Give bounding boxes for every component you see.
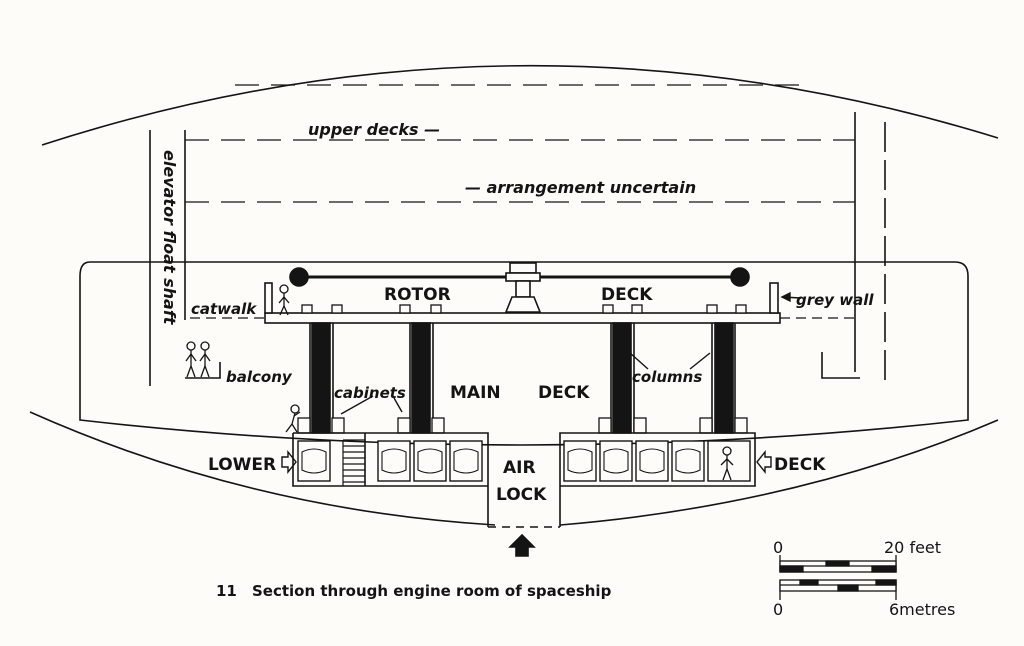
rotor-label: ROTOR	[384, 285, 451, 305]
columns	[309, 322, 736, 434]
air-label: AIR	[503, 458, 536, 478]
main-label: MAIN	[450, 383, 501, 403]
cabinets-label: cabinets	[334, 384, 406, 402]
rotor-weight-right	[730, 267, 750, 287]
figure-balcony-2	[199, 341, 211, 378]
rotor-hub	[504, 262, 542, 313]
arrangement-uncertain-label: — arrangement uncertain	[465, 178, 696, 197]
label-arrows	[340, 291, 802, 415]
entrance-arrow	[508, 533, 536, 557]
column-2	[411, 322, 431, 434]
grey-wall-label: grey wall	[796, 291, 874, 309]
lock-label: LOCK	[496, 485, 547, 505]
catwalk-label: catwalk	[191, 300, 257, 318]
upper-decks-label: upper decks —	[308, 120, 440, 139]
lower-label: LOWER	[208, 455, 276, 475]
scale-feet-end: 20 feet	[884, 538, 941, 557]
hull-top-curve	[41, 64, 999, 146]
main-deck-cabinets	[297, 417, 748, 434]
lower-arrow	[281, 450, 297, 474]
rotor-deck-platform	[264, 312, 781, 324]
columns-label: columns	[632, 368, 702, 386]
scale-metres-zero: 0	[773, 600, 783, 619]
figure-lower-deck	[720, 446, 734, 481]
caption-number: 11	[216, 582, 237, 600]
human-figures	[185, 284, 734, 481]
column-3	[612, 322, 632, 434]
caption-text: Section through engine room of spaceship	[252, 582, 612, 600]
lower-deck-label: DECK	[774, 455, 826, 475]
figure-main-deck	[285, 404, 301, 433]
rotor-weight-left	[289, 267, 309, 287]
right-balcony-rail	[821, 352, 860, 379]
hull-bottom-curve-right	[559, 419, 999, 526]
hull-bottom-curve	[29, 411, 496, 526]
balcony-label: balcony	[226, 368, 293, 386]
main-deck-outline	[79, 261, 969, 446]
scale-bar	[779, 555, 897, 600]
main-deck-label: DECK	[538, 383, 590, 403]
rotor-deck-label: DECK	[601, 285, 653, 305]
column-4	[714, 322, 734, 434]
scale-metres-end: 6metres	[889, 600, 955, 619]
scale-feet-zero: 0	[773, 538, 783, 557]
upper-deck-lines	[185, 84, 855, 203]
column-1	[311, 322, 331, 434]
deck-arrow	[756, 450, 772, 474]
elevator-float-shaft-label: elevator float shaft	[160, 150, 179, 326]
grey-wall	[769, 282, 779, 314]
balcony-rail	[185, 362, 221, 379]
figure-balcony-1	[185, 341, 197, 378]
lower-deck	[292, 432, 756, 528]
figure-catwalk	[278, 284, 290, 316]
